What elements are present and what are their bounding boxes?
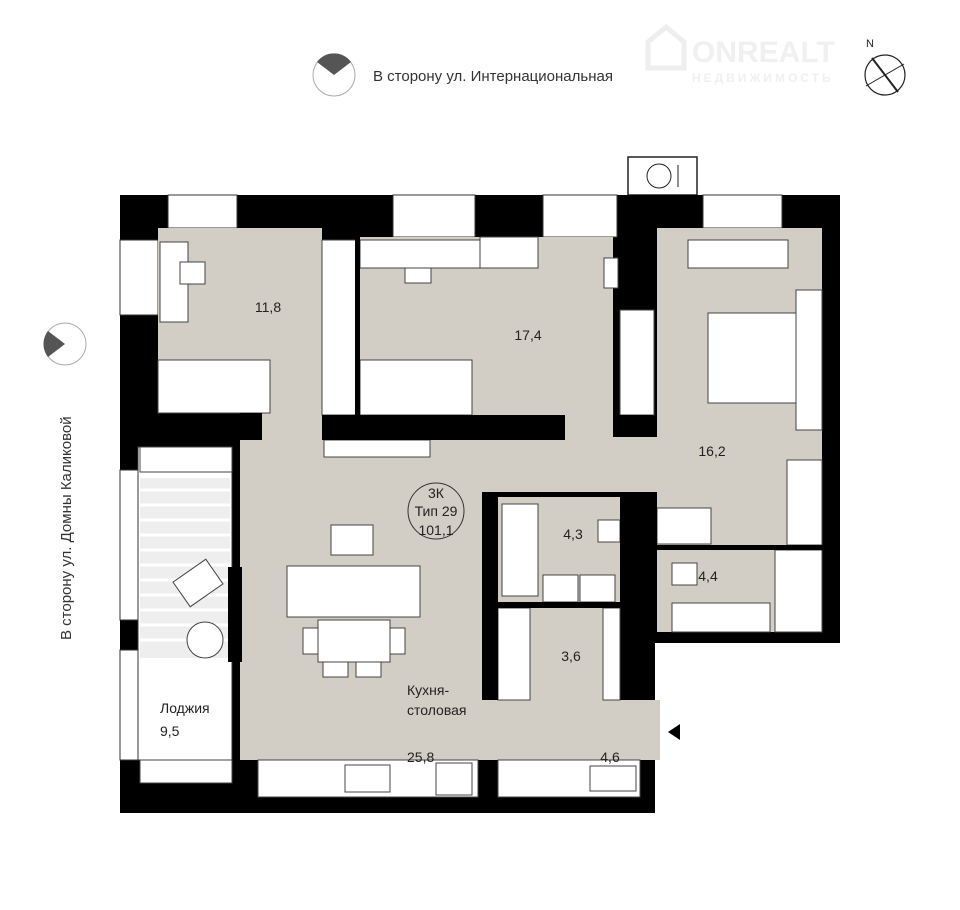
entrance-arrow-icon	[668, 724, 680, 740]
svg-text:Тип 29: Тип 29	[415, 503, 458, 519]
interior-walls	[240, 237, 822, 700]
svg-text:3К: 3К	[428, 485, 445, 501]
furniture	[139, 236, 823, 798]
area-kitchen: 25,8	[407, 749, 434, 765]
room-hallway	[540, 700, 660, 760]
svg-text:НЕДВИЖИМОСТЬ: НЕДВИЖИМОСТЬ	[692, 71, 834, 85]
kitchen-name-line1: Кухня-	[407, 682, 449, 698]
area-bathroom-2: 4,4	[698, 568, 718, 584]
left-street-label: В сторону ул. Домны Каликовой	[58, 416, 75, 640]
svg-text:ONREALT: ONREALT	[692, 36, 835, 69]
area-wardrobe: 3,6	[561, 648, 581, 664]
windows	[119, 194, 783, 761]
area-bedroom-1: 11,8	[255, 299, 281, 315]
compass-icon: N	[864, 38, 906, 96]
top-direction-icon	[312, 53, 356, 97]
left-direction-icon	[43, 322, 87, 366]
top-street-label: В сторону ул. Интернациональная	[373, 68, 613, 85]
area-bedroom-2: 17,4	[514, 327, 541, 343]
area-bathroom-1: 4,3	[563, 526, 583, 542]
watermark-logo: ONREALT НЕДВИЖИМОСТЬ	[645, 23, 835, 85]
area-bedroom-3: 16,2	[698, 443, 725, 459]
svg-text:101,1: 101,1	[418, 522, 453, 538]
kitchen-name-line2: столовая	[407, 702, 467, 718]
svg-text:N: N	[866, 38, 874, 50]
room-loggia	[137, 446, 242, 761]
apartment-badge: 3К Тип 29 101,1	[407, 482, 465, 540]
area-loggia: 9,5	[160, 723, 180, 739]
area-hallway: 4,6	[600, 749, 620, 765]
loggia-name: Лоджия	[160, 700, 210, 716]
ac-unit	[627, 156, 698, 196]
